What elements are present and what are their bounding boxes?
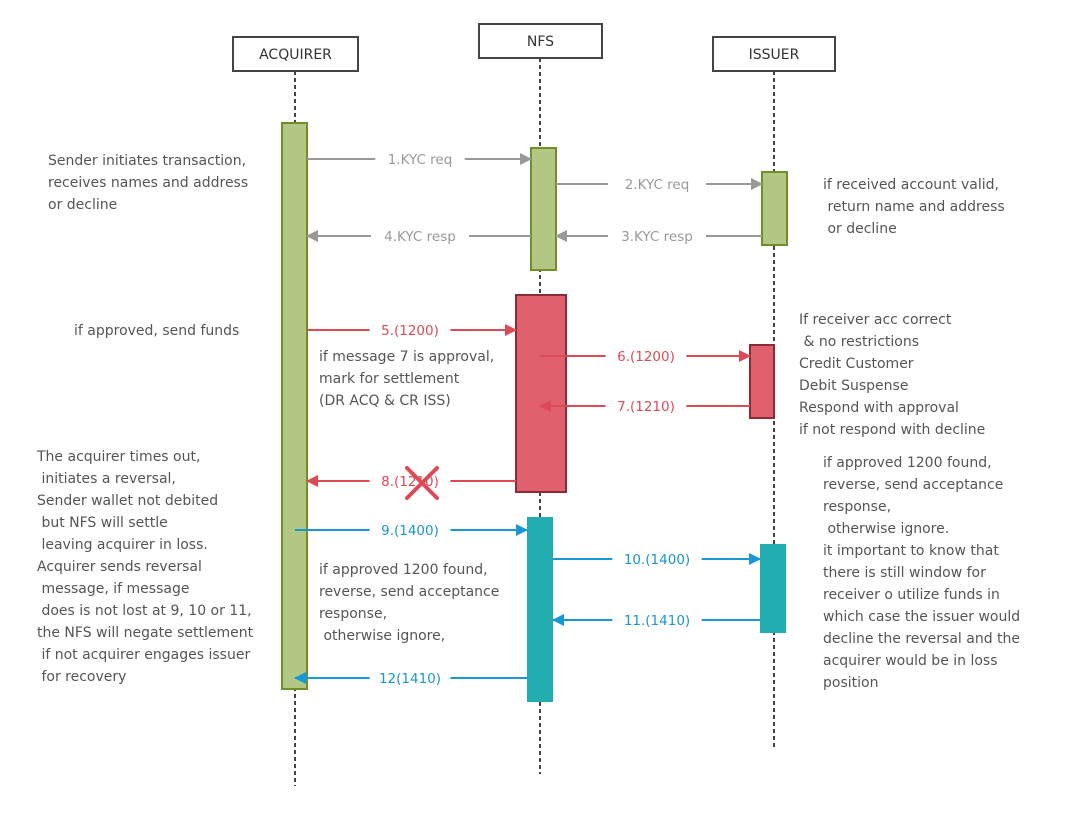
activation-nfs-payment: [515, 294, 567, 493]
activation-issuer-kyc: [761, 171, 788, 246]
note-line: reverse, send acceptance: [823, 477, 1003, 493]
note-line: Respond with approval: [799, 400, 959, 416]
message-arrow-3: 3.KYC resp: [555, 229, 762, 245]
participant-acquirer[interactable]: ACQUIRER: [232, 36, 359, 72]
message-label: 10.(1400): [624, 552, 690, 568]
note-line: receives names and address: [48, 175, 248, 191]
message-arrow-5: 5.(1200): [307, 323, 517, 339]
note-line: does is not lost at 9, 10 or 11,: [37, 603, 252, 619]
note-line: position: [823, 675, 878, 691]
note-acquirer-kyc: Sender initiates transaction, receives na…: [48, 153, 248, 213]
note-line: otherwise ignore,: [319, 628, 445, 644]
participant-label-nfs: NFS: [527, 34, 554, 50]
participant-label-issuer: ISSUER: [749, 47, 800, 63]
message-label: 2.KYC req: [625, 177, 690, 193]
note-issuer-payment: If receiver acc correct & no restriction…: [799, 312, 985, 438]
note-line: (DR ACQ & CR ISS): [319, 393, 451, 409]
message-label: 3.KYC resp: [621, 229, 693, 245]
message-label: 1.KYC req: [388, 152, 453, 168]
note-acquirer-payment: if approved, send funds: [74, 323, 239, 339]
note-line: otherwise ignore.: [823, 521, 949, 537]
message-arrow-12: 12(1410): [294, 671, 527, 687]
notes: Sender initiates transaction, receives na…: [36, 153, 1020, 691]
message-arrow-7: 7.(1210): [539, 399, 750, 415]
note-line: if not respond with decline: [799, 422, 985, 438]
note-nfs-reversal: if approved 1200 found, reverse, send acc…: [319, 562, 499, 644]
note-line: response,: [823, 499, 891, 515]
note-line: message, if message: [37, 581, 189, 597]
note-line: reverse, send acceptance: [319, 584, 499, 600]
message-label: 4.KYC resp: [384, 229, 456, 245]
message-label: 9.(1400): [381, 523, 439, 539]
note-line: if message 7 is approval,: [319, 349, 494, 365]
note-line: receiver o utilize funds in: [823, 587, 1000, 603]
note-line: The acquirer times out,: [36, 449, 200, 465]
note-line: decline the reversal and the: [823, 631, 1020, 647]
note-line: Debit Suspense: [799, 378, 908, 394]
message-arrow-8: 8.(1210): [306, 474, 516, 490]
note-issuer-reversal: if approved 1200 found, reverse, send acc…: [823, 455, 1020, 691]
note-line: if received account valid,: [823, 177, 999, 193]
note-line: if approved 1200 found,: [319, 562, 488, 578]
note-line: Credit Customer: [799, 356, 914, 372]
note-line: initiates a reversal,: [37, 471, 176, 487]
message-label: 12(1410): [379, 671, 441, 687]
message-arrow-9: 9.(1400): [295, 523, 528, 539]
participant-label-acquirer: ACQUIRER: [259, 47, 332, 63]
participant-nfs[interactable]: NFS: [478, 23, 603, 59]
note-line: there is still window for: [823, 565, 986, 581]
message-arrow-4: 4.KYC resp: [306, 229, 531, 245]
note-line: Sender initiates transaction,: [48, 153, 246, 169]
message-arrow-10: 10.(1400): [553, 552, 761, 568]
message-arrow-1: 1.KYC req: [307, 152, 532, 168]
note-line: which case the issuer would: [823, 609, 1020, 625]
note-line: if approved 1200 found,: [823, 455, 992, 471]
note-line: If receiver acc correct: [799, 312, 952, 328]
note-nfs-payment: if message 7 is approval, mark for settle…: [319, 349, 494, 409]
note-line: it important to know that: [823, 543, 999, 559]
note-line: the NFS will negate settlement: [37, 625, 254, 641]
activation-issuer-payment: [749, 344, 775, 419]
message-arrow-11: 11.(1410): [552, 613, 760, 629]
lost-message-x-icon: [405, 466, 439, 500]
note-line: acquirer would be in loss: [823, 653, 998, 669]
note-acquirer-reversal: The acquirer times out, initiates a reve…: [36, 449, 254, 685]
note-line: Acquirer sends reversal: [37, 559, 202, 575]
note-line: but NFS will settle: [37, 515, 168, 531]
messages: 1.KYC req 2.KYC req 3.KYC resp 4.KYC resp 5.…: [294, 152, 763, 687]
message-label: 11.(1410): [624, 613, 690, 629]
activation-issuer-reversal: [760, 544, 786, 633]
note-issuer-kyc: if received account valid, return name a…: [823, 177, 1005, 237]
note-line: if not acquirer engages issuer: [37, 647, 250, 663]
message-label: 7.(1210): [617, 399, 675, 415]
note-line: response,: [319, 606, 387, 622]
activation-acquirer: [281, 122, 308, 690]
participant-issuer[interactable]: ISSUER: [712, 36, 836, 72]
activation-nfs-kyc: [530, 147, 557, 271]
note-line: or decline: [48, 197, 117, 213]
note-line: Sender wallet not debited: [37, 493, 218, 509]
note-line: or decline: [823, 221, 897, 237]
note-line: for recovery: [37, 669, 126, 685]
note-line: if approved, send funds: [74, 323, 239, 339]
note-line: & no restrictions: [799, 334, 919, 350]
note-line: return name and address: [823, 199, 1005, 215]
note-line: leaving acquirer in loss.: [37, 537, 208, 553]
message-label: 5.(1200): [381, 323, 439, 339]
activation-nfs-reversal: [527, 517, 553, 702]
message-arrow-2: 2.KYC req: [556, 177, 763, 193]
note-line: mark for settlement: [319, 371, 460, 387]
message-arrow-6: 6.(1200): [540, 349, 751, 365]
message-label: 6.(1200): [617, 349, 675, 365]
